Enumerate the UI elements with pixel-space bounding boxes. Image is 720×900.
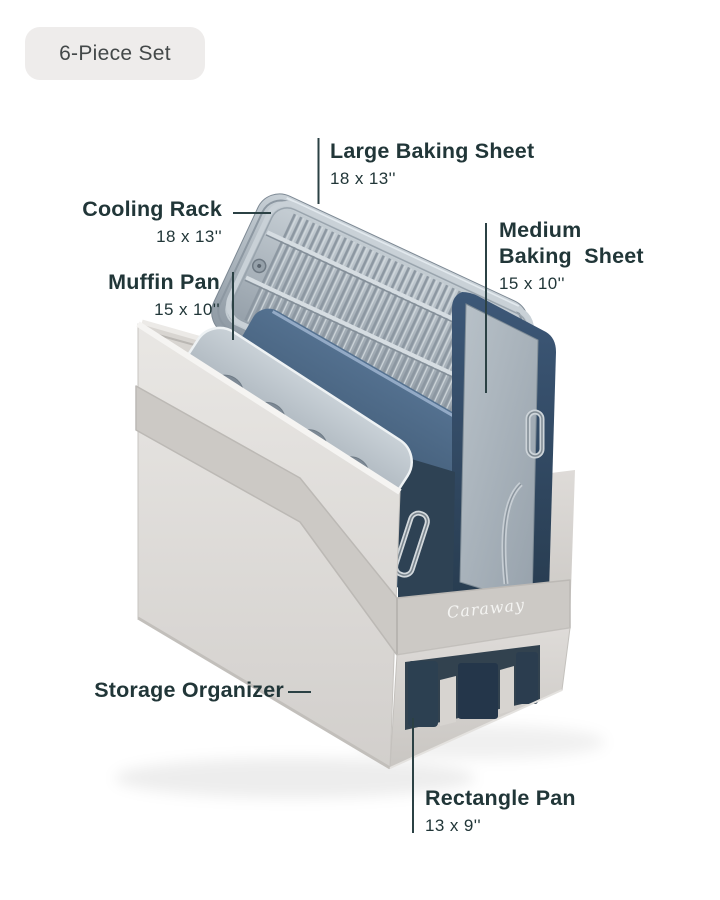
callout-dimensions: 15 x 10'' bbox=[499, 274, 565, 293]
callout-rectangle-pan: Rectangle Pan 13 x 9'' bbox=[425, 785, 576, 836]
set-count-badge: 6-Piece Set bbox=[25, 27, 205, 80]
callout-muffin-pan: Muffin Pan 15 x 10'' bbox=[40, 269, 220, 320]
pan-handle-icon bbox=[393, 510, 430, 578]
callout-medium-baking-sheet: Medium Baking Sheet 15 x 10'' bbox=[499, 217, 644, 294]
organizer-divider bbox=[500, 666, 514, 714]
organizer-divider bbox=[440, 676, 456, 726]
callout-dimensions: 18 x 13'' bbox=[330, 169, 396, 188]
callout-title: Muffin Pan bbox=[108, 270, 220, 294]
callout-dimensions: 13 x 9'' bbox=[425, 816, 482, 835]
callout-cooling-rack: Cooling Rack 18 x 13'' bbox=[40, 196, 222, 247]
callout-title-line2: Baking Sheet bbox=[499, 244, 644, 268]
callout-title: Large Baking Sheet bbox=[330, 139, 535, 163]
rectangle-pan-graphic bbox=[408, 661, 438, 727]
callout-large-baking-sheet: Large Baking Sheet 18 x 13'' bbox=[330, 138, 534, 189]
medium-baking-sheet-graphic bbox=[452, 292, 556, 626]
callout-dimensions: 15 x 10'' bbox=[154, 300, 220, 319]
leader-lines bbox=[232, 138, 487, 833]
organizer-end-lower bbox=[389, 627, 571, 769]
callout-title-line1: Medium bbox=[499, 218, 582, 242]
callout-title: Rectangle Pan bbox=[425, 786, 576, 810]
callout-dimensions: 18 x 13'' bbox=[156, 227, 222, 246]
callout-title: Cooling Rack bbox=[82, 197, 222, 221]
callout-storage-organizer: Storage Organizer bbox=[40, 677, 284, 703]
callout-title: Storage Organizer bbox=[94, 678, 284, 702]
